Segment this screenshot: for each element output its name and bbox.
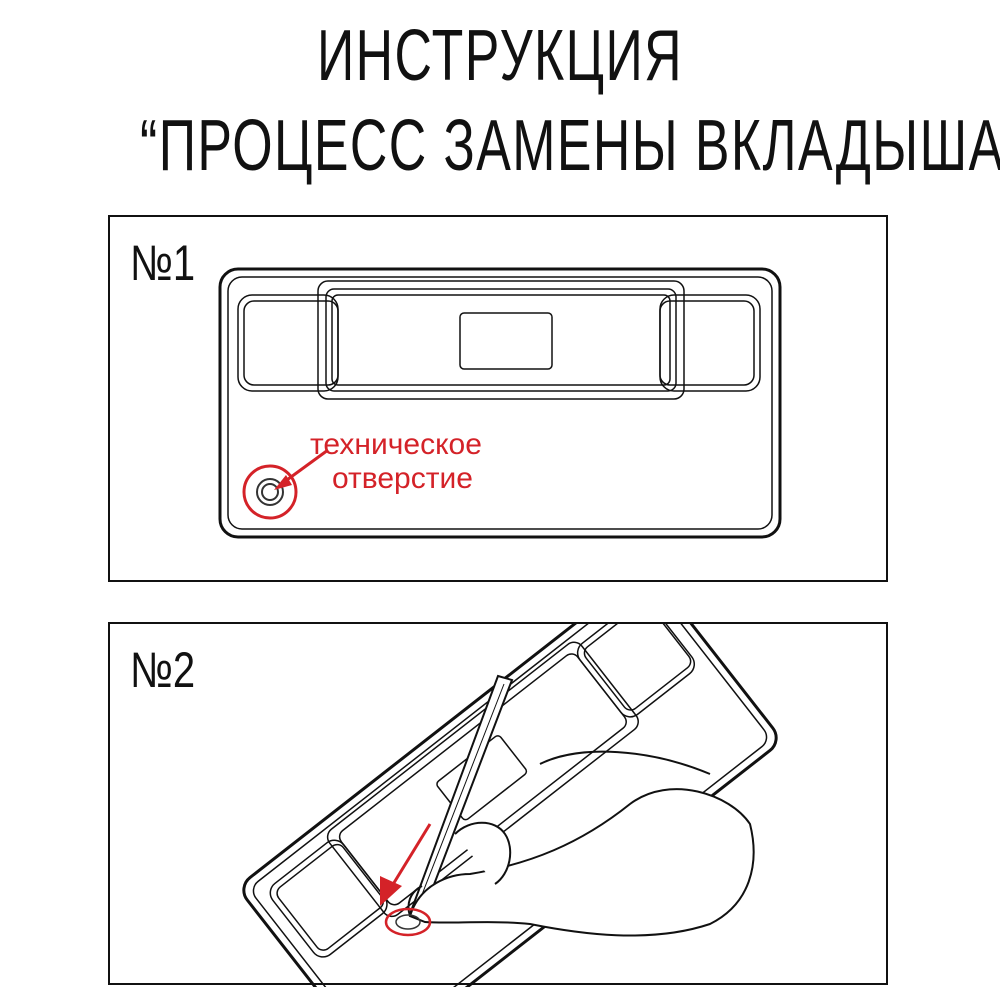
callout-line-2: отверстие [332, 462, 473, 495]
step-2-number: №2 [130, 642, 196, 698]
title-line-2: “ПРОЦЕСС ЗАМЕНЫ ВКЛАДЫША” [140, 106, 1000, 186]
title-line-1: ИНСТРУКЦИЯ [316, 16, 684, 96]
step-1-number: №1 [130, 235, 196, 291]
hand-pressing-hole-illustration [242, 624, 778, 987]
step-1-panel: №1 техническое отверстие [108, 215, 888, 582]
callout-line-1: техническое [310, 428, 482, 461]
tray-top-view-illustration [218, 267, 782, 539]
step-2-panel: №2 [108, 622, 888, 987]
press-arrow-icon [380, 823, 432, 937]
technical-hole-icon [242, 448, 329, 520]
